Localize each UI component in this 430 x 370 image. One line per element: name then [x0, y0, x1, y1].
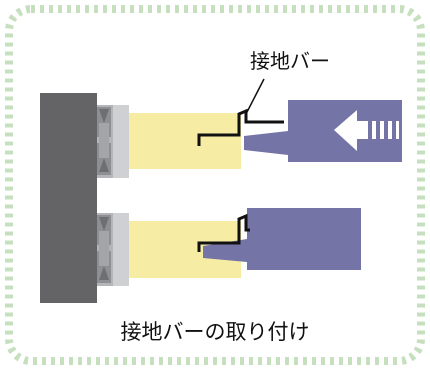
- lower-ground-bar: [197, 213, 250, 252]
- upper-conductor: [129, 113, 241, 169]
- ground-bar-label: 接地バー: [250, 49, 330, 73]
- upper-nut: [97, 105, 129, 178]
- lower-connector: [203, 208, 361, 270]
- label-leader-line: [245, 78, 265, 115]
- upper-ground-bar: [197, 108, 284, 146]
- upper-connector: [244, 100, 402, 162]
- lower-nut: [97, 213, 129, 286]
- arrow-left-icon: [334, 110, 399, 151]
- diagram-caption: 接地バーの取り付け: [121, 320, 310, 344]
- terminal-block: [40, 93, 97, 303]
